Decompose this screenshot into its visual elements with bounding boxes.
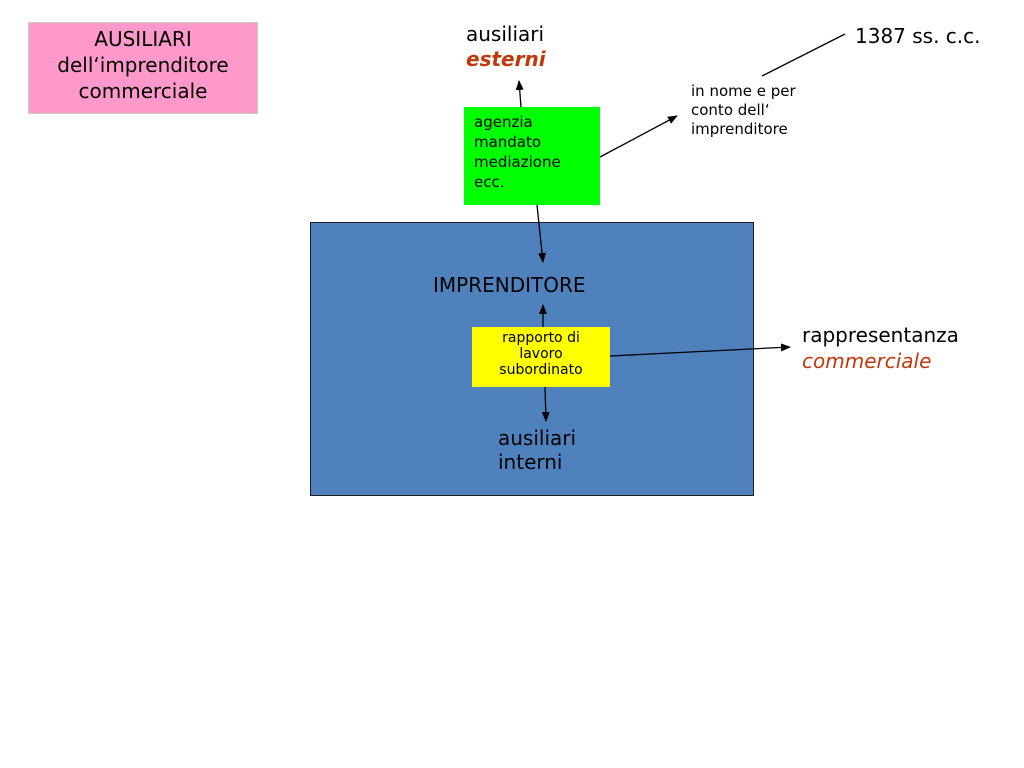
representation-label-accent: commerciale	[802, 349, 932, 373]
internal-auxiliaries-label: ausiliari interni	[498, 426, 576, 474]
note-line-2: conto dell‘	[691, 101, 770, 119]
external-label-accent: esterni	[466, 47, 546, 71]
employment-line-3: subordinato	[499, 362, 583, 378]
arrow-employment-to-internal	[541, 386, 550, 422]
note-line-3: imprenditore	[691, 120, 788, 138]
on-behalf-note: in nome e per conto dell‘ imprenditore	[691, 82, 796, 139]
arrow-agency-to-external	[515, 80, 524, 108]
internal-line-2: interni	[498, 450, 563, 474]
arrow-agency-to-note	[599, 115, 678, 158]
external-auxiliaries-label: ausiliari esterni	[466, 22, 546, 72]
agency-line-1: agenzia	[474, 113, 533, 131]
agency-line-3: mediazione	[474, 153, 561, 171]
arrow-employment-to-representation	[609, 343, 791, 357]
employment-line-2: lavoro	[519, 346, 563, 362]
title-line-3: commerciale	[78, 79, 208, 103]
arrow-agency-to-entrepreneur	[536, 204, 547, 263]
agency-contracts-box: agenzia mandato mediazione ecc.	[464, 107, 600, 205]
line-reference-to-note	[761, 33, 846, 77]
agency-line-4: ecc.	[474, 173, 505, 191]
title-line-2: dell‘imprenditore	[57, 53, 229, 77]
employment-line-1: rapporto di	[502, 330, 580, 346]
entrepreneur-label: IMPRENDITORE	[433, 273, 586, 297]
civil-code-reference: 1387 ss. c.c.	[855, 24, 981, 48]
employment-relationship-box: rapporto di lavoro subordinato	[472, 327, 610, 387]
external-label-text: ausiliari	[466, 22, 545, 46]
internal-line-1: ausiliari	[498, 426, 577, 450]
agency-line-2: mandato	[474, 133, 542, 151]
title-line-1: AUSILIARI	[94, 27, 192, 51]
commercial-representation-label: rappresentanza commerciale	[802, 322, 959, 374]
note-line-1: in nome e per	[691, 82, 796, 100]
representation-label-text: rappresentanza	[802, 323, 959, 347]
title-box: AUSILIARI dell‘imprenditore commerciale	[28, 22, 258, 114]
